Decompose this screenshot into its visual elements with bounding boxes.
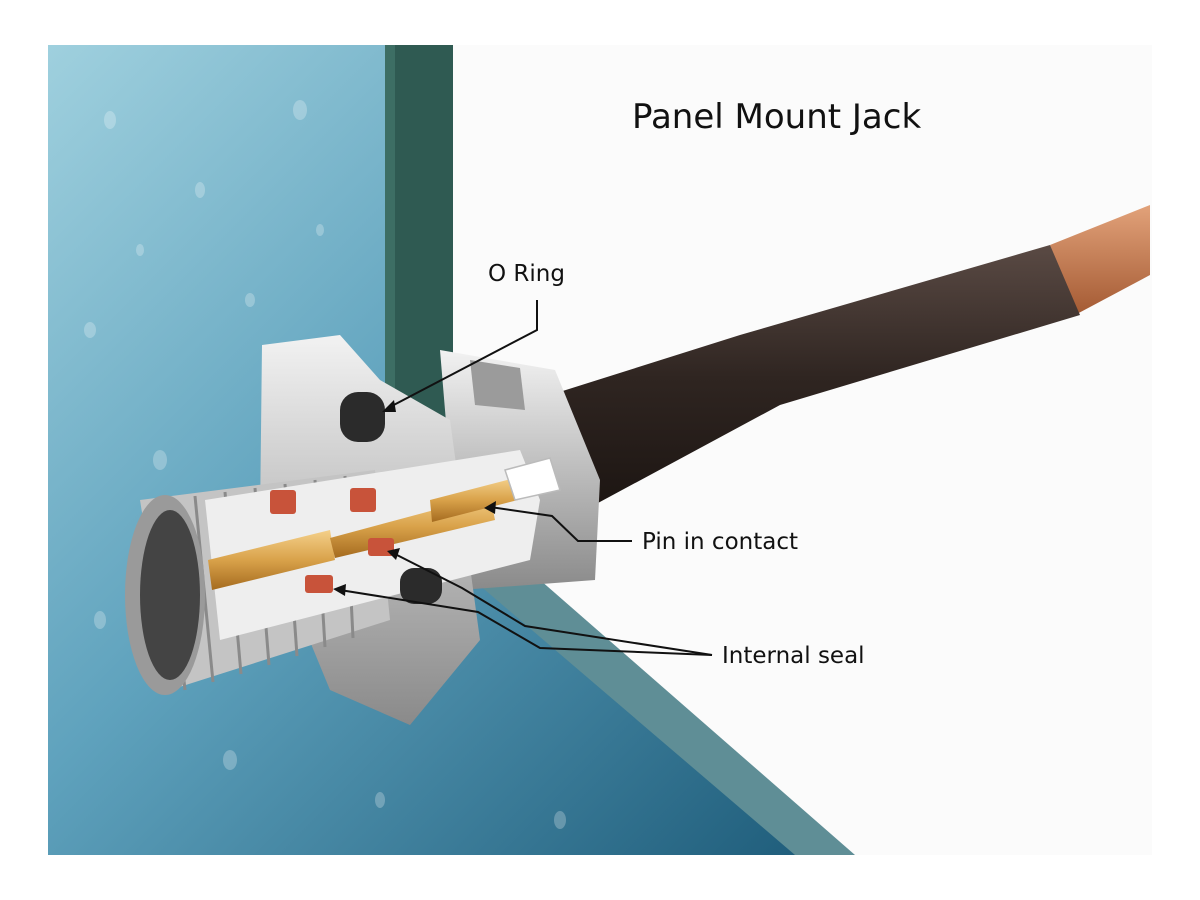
o-ring (340, 392, 385, 442)
o-ring-lower (400, 568, 442, 604)
leader-internal-seal-2 (339, 589, 713, 656)
leader-internal-seal-1 (392, 552, 713, 656)
center-pin (430, 478, 518, 522)
contact-socket (208, 530, 335, 590)
water-droplets (84, 100, 566, 829)
panel-upper (385, 45, 453, 435)
label-internal-seal: Internal seal (722, 643, 865, 669)
leader-o-ring (387, 300, 538, 409)
copper-braid (1050, 205, 1150, 315)
leader-pin-in-contact (489, 506, 632, 542)
rear-insulator (504, 457, 561, 501)
diagram-title: Panel Mount Jack (632, 97, 921, 137)
label-pin-in-contact: Pin in contact (642, 529, 798, 555)
cable-jacket (550, 245, 1080, 510)
panel-lower-face (450, 545, 855, 855)
label-o-ring: O Ring (488, 261, 565, 287)
leader-lines (339, 300, 713, 656)
leader-arrowheads (333, 400, 496, 596)
